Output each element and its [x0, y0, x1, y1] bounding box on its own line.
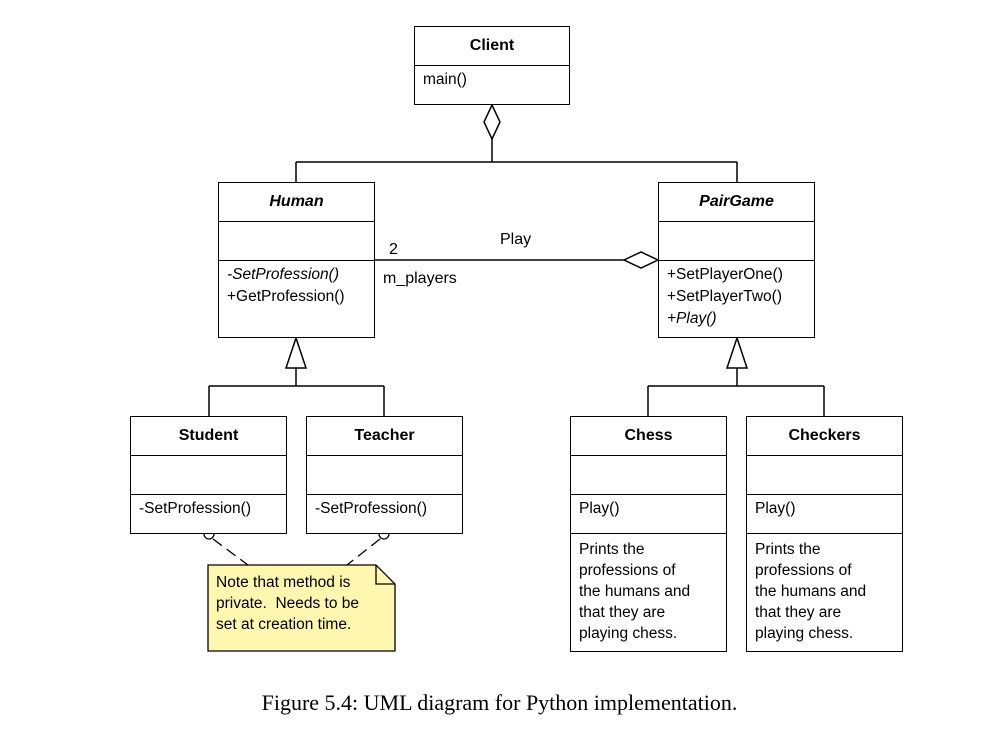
- note-shape: [207, 564, 396, 652]
- association-name: Play: [500, 231, 532, 248]
- class-student-op: -SetProfession(): [139, 500, 251, 517]
- class-teacher-ops: -SetProfession(): [307, 494, 462, 520]
- class-checkers-attributes: [747, 455, 902, 494]
- class-client-op: main(): [423, 71, 467, 88]
- class-human-op: +GetProfession(): [227, 288, 345, 305]
- class-chess-name: Chess: [624, 427, 673, 444]
- class-pairgame-name: PairGame: [699, 193, 774, 210]
- class-teacher-op: -SetProfession(): [315, 500, 427, 517]
- note-text: Note that method is private. Needs to be…: [216, 572, 359, 635]
- class-chess-description: Prints the professions of the humans and…: [571, 533, 726, 644]
- association-role: m_players: [383, 270, 457, 287]
- class-teacher-attributes: [307, 455, 462, 494]
- note-fold: [375, 565, 395, 585]
- inheritance-triangle-human: [284, 335, 308, 369]
- class-client: Client main(): [414, 26, 570, 105]
- class-student-ops: -SetProfession(): [131, 494, 286, 520]
- aggregation-diamond-pairgame: [622, 251, 660, 269]
- class-student-name: Student: [178, 427, 239, 444]
- class-chess-ops: Play(): [571, 494, 726, 533]
- class-pairgame: PairGame +SetPlayerOne() +SetPlayerTwo()…: [658, 182, 815, 338]
- class-chess-op: Play(): [579, 500, 620, 517]
- class-checkers-op: Play(): [755, 500, 796, 517]
- class-student: Student -SetProfession(): [130, 416, 287, 534]
- class-chess: Chess Play() Prints the professions of t…: [570, 416, 727, 652]
- class-teacher-name: Teacher: [354, 427, 415, 444]
- class-checkers-name: Checkers: [788, 427, 861, 444]
- class-chess-description-line: professions of: [579, 562, 676, 579]
- class-human: Human -SetProfession() +GetProfession(): [218, 182, 375, 338]
- class-pairgame-ops: +SetPlayerOne() +SetPlayerTwo() +Play(): [659, 260, 814, 330]
- class-checkers: Checkers Play() Prints the professions o…: [746, 416, 903, 652]
- class-student-attributes: [131, 455, 286, 494]
- class-pairgame-attributes: [659, 221, 814, 260]
- class-human-name: Human: [269, 193, 324, 210]
- class-checkers-description-line: the humans and: [755, 583, 867, 600]
- class-checkers-ops: Play(): [747, 494, 902, 533]
- note-line: set at creation time.: [216, 616, 352, 633]
- class-chess-description-line: playing chess.: [579, 625, 678, 642]
- class-checkers-description-line: professions of: [755, 562, 852, 579]
- association-multiplicity: 2: [389, 241, 398, 258]
- class-checkers-description-line: that they are: [755, 604, 842, 621]
- class-checkers-description-line: Prints the: [755, 541, 821, 558]
- aggregation-diamond-client: [483, 103, 501, 141]
- note-line: Note that method is: [216, 574, 351, 591]
- class-chess-description-line: Prints the: [579, 541, 645, 558]
- class-chess-description-line: the humans and: [579, 583, 691, 600]
- class-pairgame-op: +Play(): [667, 310, 717, 327]
- class-human-attributes: [219, 221, 374, 260]
- class-human-ops: -SetProfession() +GetProfession(): [219, 260, 374, 308]
- note-link-teacher: [346, 538, 381, 566]
- class-client-name: Client: [469, 37, 515, 54]
- class-pairgame-op: +SetPlayerOne(): [667, 266, 783, 283]
- class-chess-description-line: that they are: [579, 604, 666, 621]
- class-teacher: Teacher -SetProfession(): [306, 416, 463, 534]
- inheritance-triangle-pairgame: [725, 335, 749, 369]
- note-link-student: [212, 538, 249, 566]
- class-client-ops: main(): [415, 65, 569, 89]
- class-checkers-description: Prints the professions of the humans and…: [747, 533, 902, 644]
- class-checkers-description-line: playing chess.: [755, 625, 854, 642]
- class-pairgame-op: +SetPlayerTwo(): [667, 288, 783, 305]
- class-chess-attributes: [571, 455, 726, 494]
- figure-caption: Figure 5.4: UML diagram for Python imple…: [261, 690, 738, 715]
- note-line: private. Needs to be: [216, 595, 360, 612]
- class-human-op: -SetProfession(): [227, 266, 339, 283]
